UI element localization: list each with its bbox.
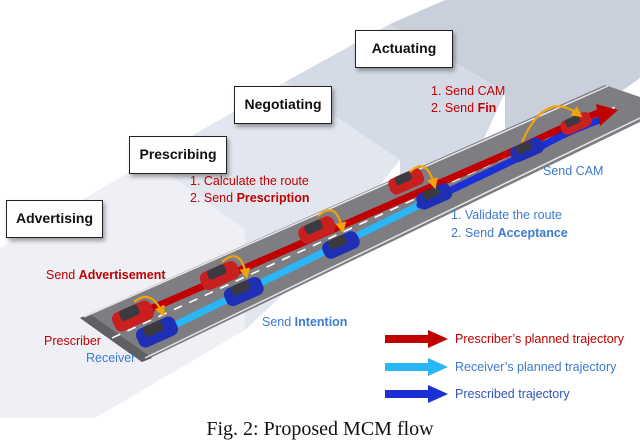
stage-label-prescribing: Prescribing bbox=[139, 146, 217, 162]
stage-label-actuating: Actuating bbox=[371, 40, 437, 56]
legend-arrow-prescribed bbox=[385, 385, 448, 403]
stage-box-advertising: Advertising bbox=[6, 200, 103, 238]
actuating-step-1: 1. Send CAM bbox=[431, 84, 506, 98]
negotiating-step-2-prefix: 2. Send bbox=[451, 226, 498, 240]
comm-arc-prescription bbox=[317, 209, 347, 234]
intention-bold: Intention bbox=[294, 315, 348, 329]
role-receiver: Receiver bbox=[86, 351, 136, 365]
negotiating-step-2: 2. Send Acceptance bbox=[451, 226, 568, 240]
intention-prefix: Send bbox=[262, 315, 295, 329]
stage-box-negotiating: Negotiating bbox=[234, 86, 332, 124]
prescribing-step-2-bold: Prescription bbox=[236, 191, 310, 205]
negotiating-step-2-bold: Acceptance bbox=[497, 226, 568, 240]
road-edge-top bbox=[83, 85, 609, 318]
receiver-car-2 bbox=[223, 276, 264, 307]
figure-caption: Fig. 2: Proposed MCM flow bbox=[206, 418, 434, 440]
prescribing-step-2-prefix: 2. Send bbox=[190, 191, 237, 205]
stage-box-prescribing: Prescribing bbox=[129, 136, 227, 174]
stage-box-actuating: Actuating bbox=[355, 30, 453, 68]
stage-label-advertising: Advertising bbox=[15, 210, 93, 226]
actuating-step-2: 2. Send Fin bbox=[431, 101, 496, 115]
prescriber-car-5 bbox=[560, 112, 592, 135]
actuating-step-2-prefix: 2. Send bbox=[431, 101, 478, 115]
receiver-car-3 bbox=[322, 231, 360, 259]
legend-label-receiver: Receiver’s planned trajectory bbox=[455, 360, 617, 374]
receiver-car-1 bbox=[135, 316, 179, 348]
legend-label-prescriber: Prescriber’s planned trajectory bbox=[455, 332, 625, 346]
advert-bold: Advertisement bbox=[78, 268, 166, 282]
receiver-trajectory-line bbox=[161, 191, 444, 334]
road-shoulder bbox=[80, 314, 152, 362]
actuating-step-2-bold: Fin bbox=[477, 101, 497, 115]
comm-arc-intention bbox=[221, 255, 251, 280]
prescribing-step-2: 2. Send Prescription bbox=[190, 191, 310, 205]
role-prescriber: Prescriber bbox=[44, 334, 101, 348]
negotiating-step-1: 1. Validate the route bbox=[451, 208, 562, 222]
receiver-car-4 bbox=[416, 183, 453, 210]
comm-arc-fin bbox=[520, 105, 583, 143]
message-send-cam: Send CAM bbox=[543, 164, 604, 178]
trajectory-arrowhead bbox=[596, 104, 618, 126]
advert-prefix: Send bbox=[46, 268, 79, 282]
prescribing-step-1: 1. Calculate the route bbox=[190, 174, 309, 188]
road-edge-bottom bbox=[144, 117, 640, 359]
comm-arc-advertisement bbox=[133, 295, 165, 317]
prescriber-car-1 bbox=[111, 300, 155, 332]
prescriber-car-3 bbox=[298, 216, 336, 244]
legend-label-prescribed: Prescribed trajectory bbox=[455, 387, 570, 401]
message-send-intention: Send Intention bbox=[262, 315, 347, 329]
legend-arrow-receiver bbox=[385, 358, 448, 376]
message-send-advertisement: Send Advertisement bbox=[46, 268, 166, 282]
prescriber-car-2 bbox=[199, 260, 240, 291]
stage-label-negotiating: Negotiating bbox=[244, 96, 322, 112]
legend-arrow-prescriber bbox=[385, 330, 448, 348]
prescriber-car-4 bbox=[388, 168, 425, 195]
comm-arc-acceptance bbox=[409, 165, 438, 190]
receiver-car-5 bbox=[510, 137, 544, 163]
